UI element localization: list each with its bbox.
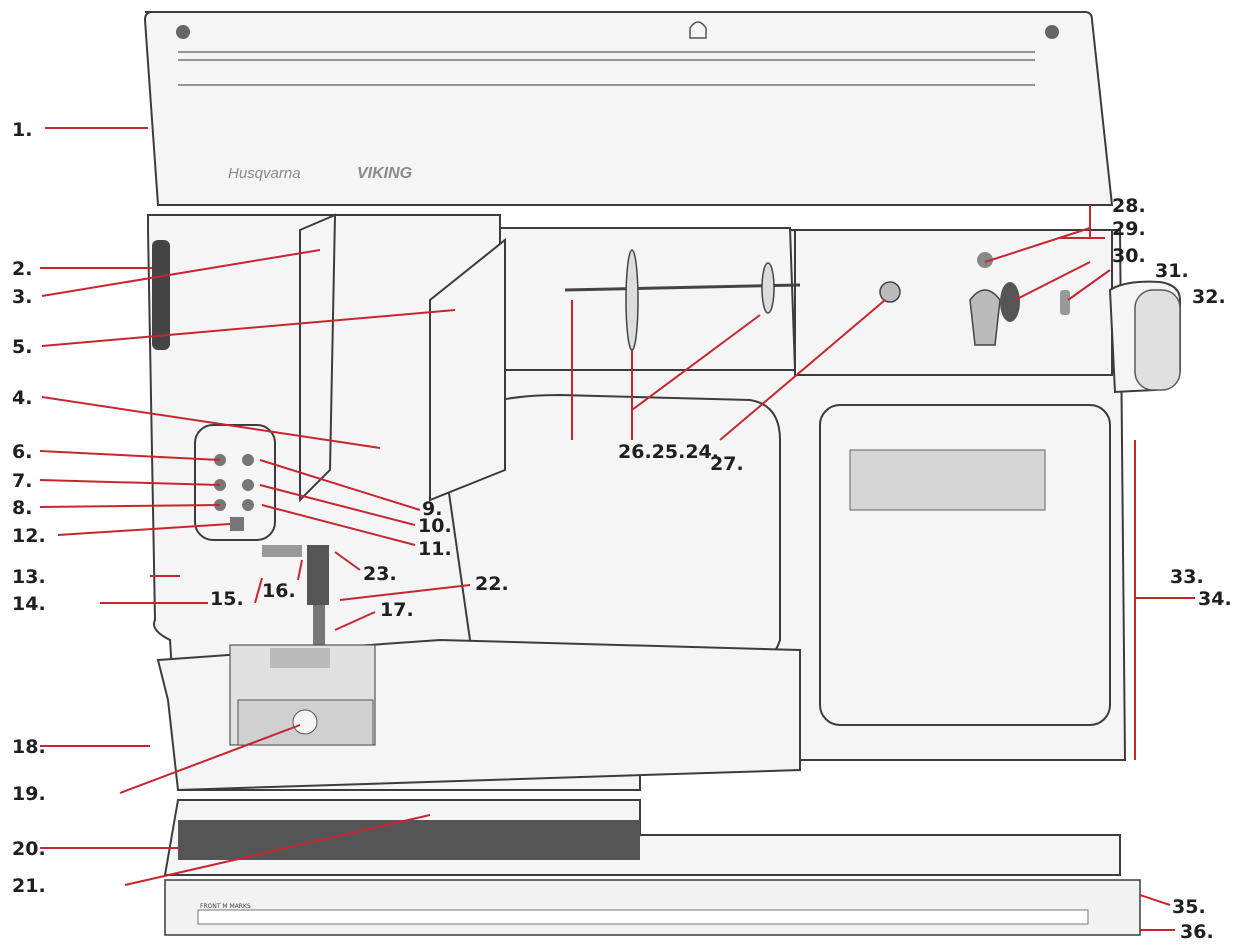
callout-26-25-24: 26.25.24. xyxy=(618,441,719,463)
callout-2: 2. xyxy=(12,258,32,280)
ruler-label: FRONT M MARKS xyxy=(200,903,251,910)
screw-icon xyxy=(1045,25,1059,39)
ruler: FRONT M MARKS xyxy=(165,880,1140,935)
callout-30: 30. xyxy=(1112,245,1146,267)
callout-10: 10. xyxy=(418,515,452,537)
callout-29: 29. xyxy=(1112,218,1146,240)
callout-31: 31. xyxy=(1155,260,1189,282)
callout-11: 11. xyxy=(418,538,452,560)
callout-6: 6. xyxy=(12,441,32,463)
brand-viking: VIKING xyxy=(357,165,412,182)
callout-16: 16. xyxy=(262,580,296,602)
callout-4: 4. xyxy=(12,387,32,409)
screw-icon xyxy=(176,25,190,39)
callout-3: 3. xyxy=(12,286,32,308)
callout-32: 32. xyxy=(1192,286,1226,308)
callout-5: 5. xyxy=(12,336,32,358)
callout-27: 27. xyxy=(710,453,744,475)
callout-36: 36. xyxy=(1180,921,1214,943)
dial xyxy=(152,240,170,350)
lid: Husqvarna VIKING xyxy=(145,12,1112,205)
callout-12: 12. xyxy=(12,525,46,547)
handwheel xyxy=(1135,290,1180,390)
callout-7: 7. xyxy=(12,470,32,492)
callout-20: 20. xyxy=(12,838,46,860)
callout-1: 1. xyxy=(12,119,32,141)
callout-21: 21. xyxy=(12,875,46,897)
callout-19: 19. xyxy=(12,783,46,805)
callout-35: 35. xyxy=(1172,896,1206,918)
callout-8: 8. xyxy=(12,497,32,519)
callout-13: 13. xyxy=(12,566,46,588)
callout-33: 33. xyxy=(1170,566,1204,588)
callout-15: 15. xyxy=(210,588,244,610)
display-screen xyxy=(850,450,1045,510)
callout-34: 34. xyxy=(1198,588,1232,610)
callout-18: 18. xyxy=(12,736,46,758)
callout-17: 17. xyxy=(380,599,414,621)
brand-husqvarna: Husqvarna xyxy=(228,165,301,182)
callout-28: 28. xyxy=(1112,195,1146,217)
callout-22: 22. xyxy=(475,573,509,595)
callout-14: 14. xyxy=(12,593,46,615)
callout-23: 23. xyxy=(363,563,397,585)
